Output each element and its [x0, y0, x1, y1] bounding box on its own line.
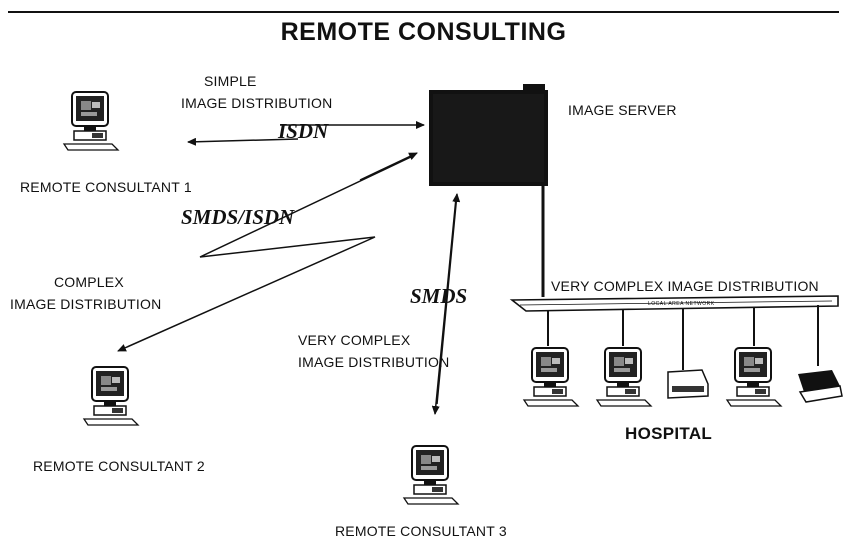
hospital-label: HOSPITAL [625, 424, 713, 443]
image-server-label: IMAGE SERVER [568, 102, 677, 118]
workstation-icon-hospital-3 [726, 347, 782, 407]
workstation-icon-consultant-2 [83, 366, 139, 426]
isdn-network-label: ISDN [278, 119, 329, 143]
scanner-icon [667, 369, 709, 399]
very-complex-hospital-label: VERY COMPLEX IMAGE DISTRIBUTION [551, 278, 819, 294]
lan-label: LOCAL AREA NETWORK [648, 301, 715, 307]
very-complex-label-line1: VERY COMPLEX [298, 332, 411, 348]
consultant-1-label: REMOTE CONSULTANT 1 [20, 179, 192, 195]
complex-label-line1: COMPLEX [54, 274, 124, 290]
simple-label-line1: SIMPLE [204, 73, 257, 89]
smds-isdn-link-line [117, 155, 414, 352]
smds-network-label: SMDS [410, 284, 468, 308]
printer-icon [798, 370, 843, 403]
local-area-network-bar [509, 295, 839, 312]
lan-drops [547, 305, 819, 370]
simple-label-line2: IMAGE DISTRIBUTION [181, 95, 333, 111]
very-complex-label-line2: IMAGE DISTRIBUTION [298, 354, 450, 370]
isdn-link-line-lower [187, 137, 299, 146]
image-server-icon [429, 84, 548, 186]
workstation-icon-hospital-1 [523, 347, 579, 407]
smds-isdn-network-label: SMDS/ISDN [181, 205, 295, 229]
complex-label-line2: IMAGE DISTRIBUTION [10, 296, 162, 312]
workstation-icon-hospital-2 [596, 347, 652, 407]
page-title: REMOTE CONSULTING [280, 18, 567, 46]
consultant-2-label: REMOTE CONSULTANT 2 [33, 458, 205, 474]
workstation-icon-consultant-3 [403, 445, 459, 505]
workstation-icon-consultant-1 [63, 91, 119, 151]
consultant-3-label: REMOTE CONSULTANT 3 [335, 523, 507, 539]
